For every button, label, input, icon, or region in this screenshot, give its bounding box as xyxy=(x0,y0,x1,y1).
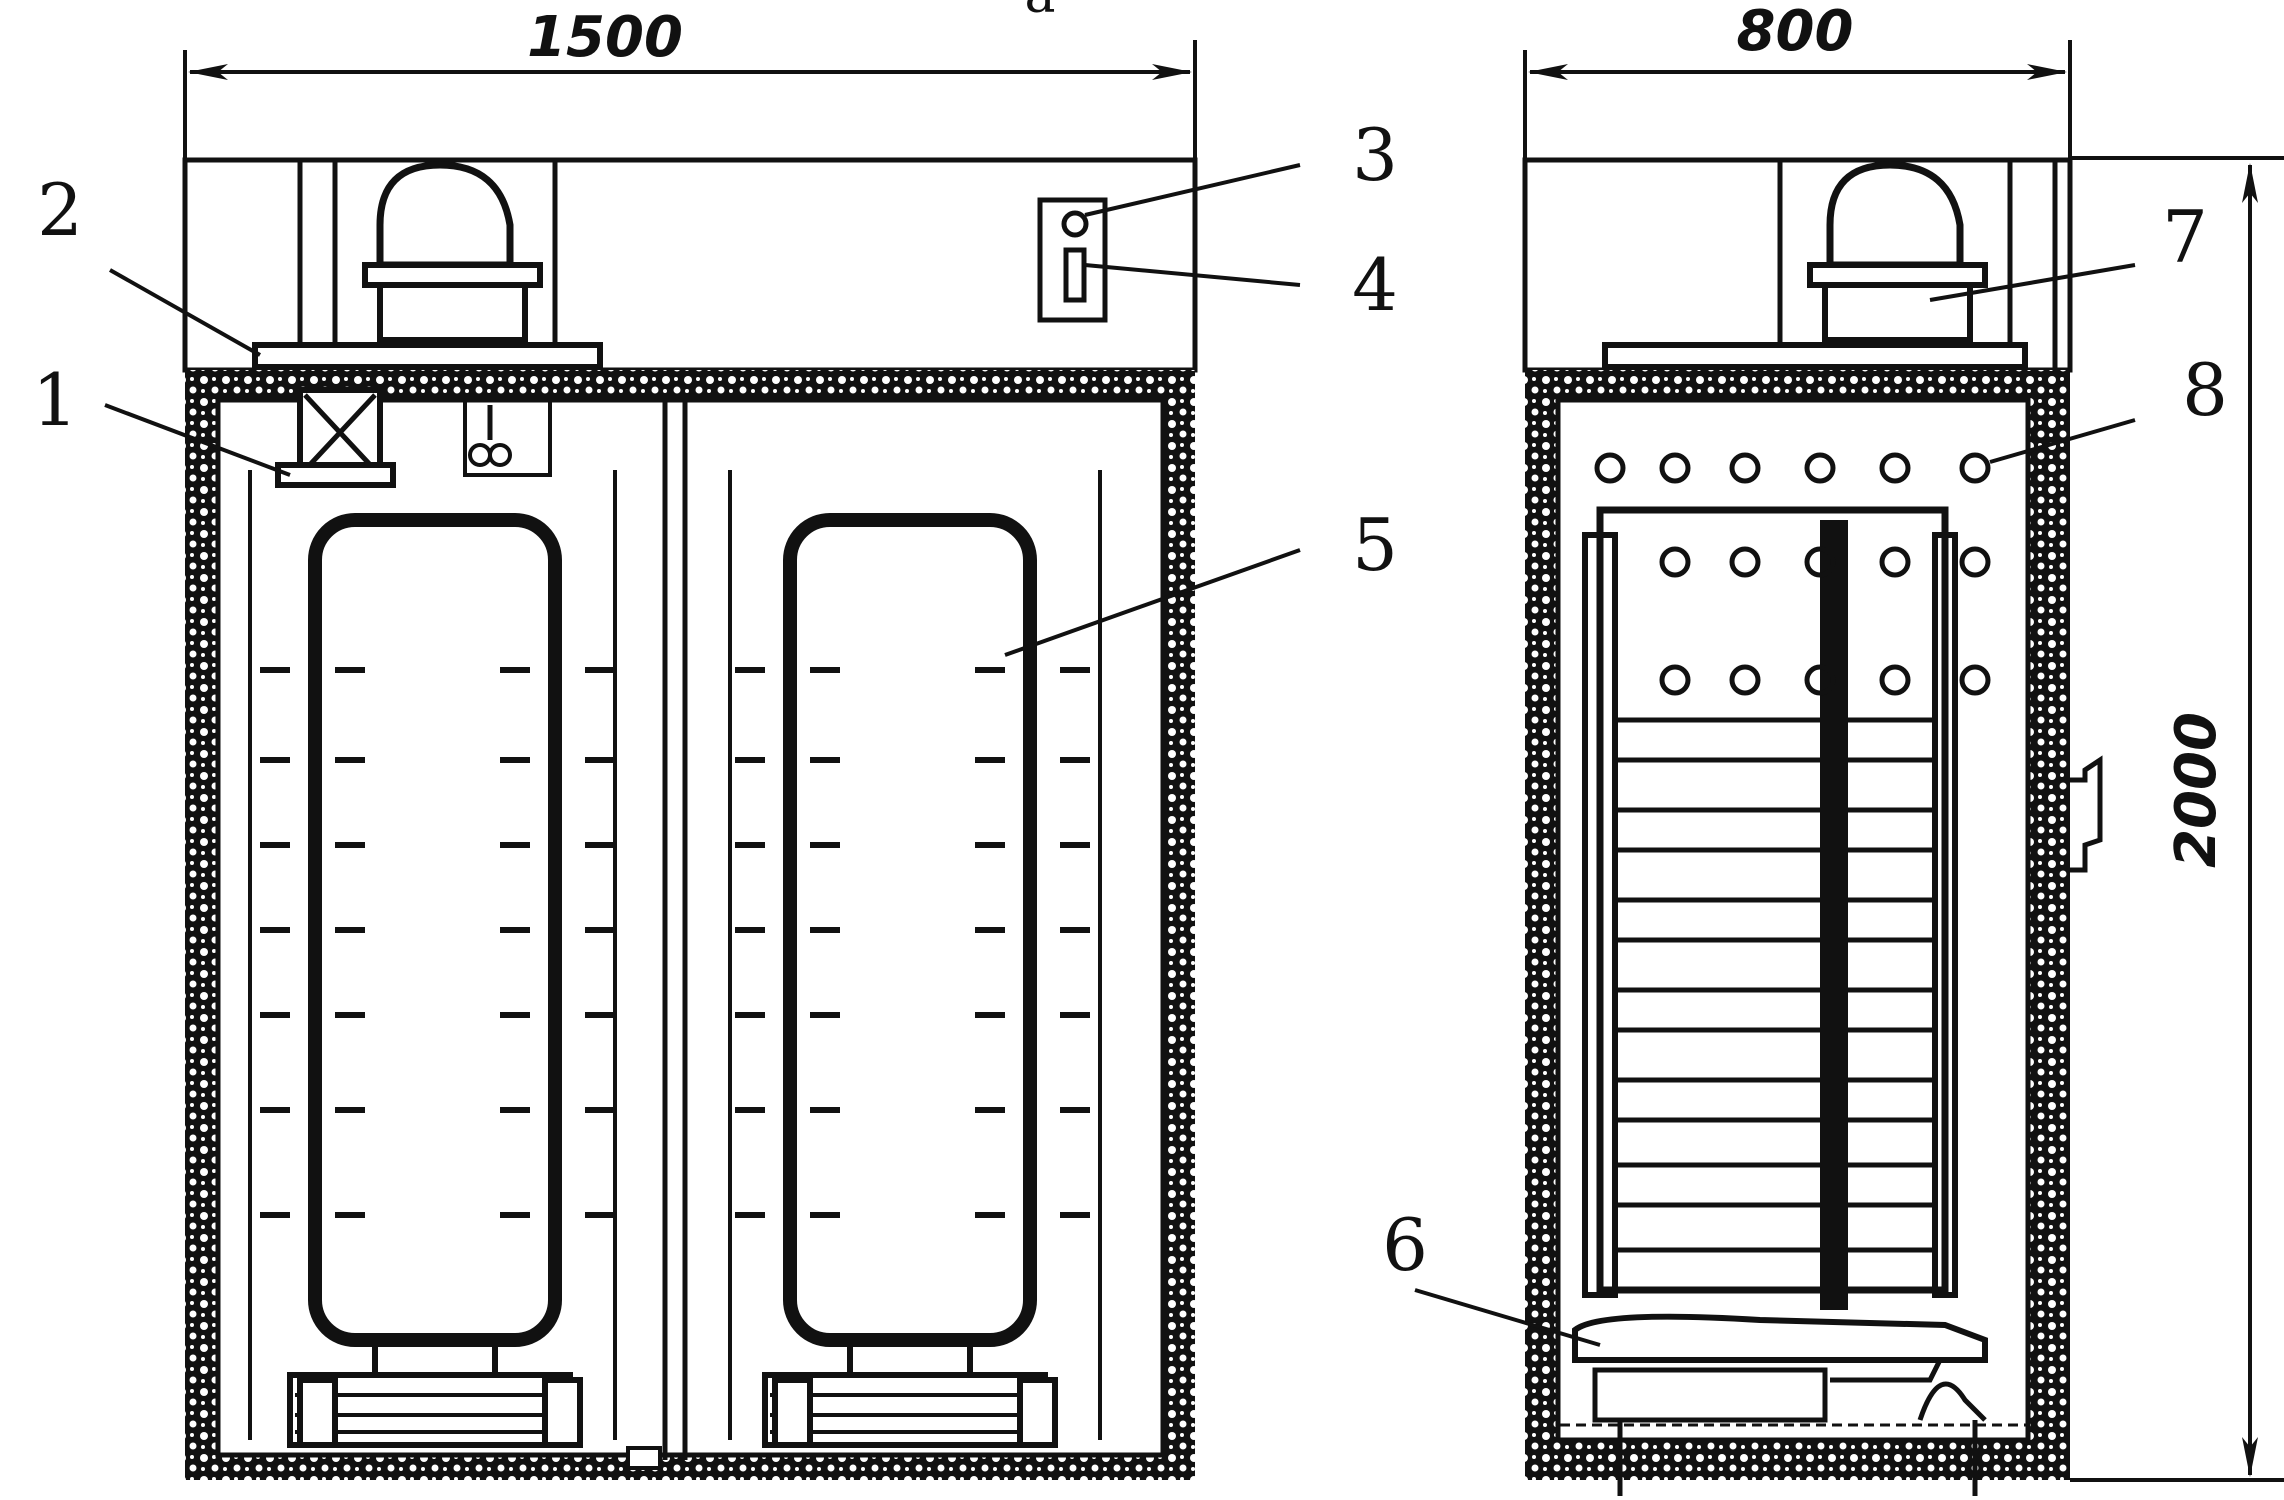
front-view xyxy=(182,40,1198,1480)
side-view xyxy=(1522,40,2284,1496)
callout-6: 6 xyxy=(1382,1203,1428,1287)
leader-lines xyxy=(104,163,2136,1347)
callout-7: 7 xyxy=(2162,195,2208,279)
callout-4: 4 xyxy=(1352,243,1398,327)
labels: 1500 800 2000 a 1 2 3 4 5 6 7 8 xyxy=(32,0,2229,1287)
dimension-height: 2000 xyxy=(2164,712,2229,868)
callout-5: 5 xyxy=(1352,503,1398,587)
callout-3: 3 xyxy=(1352,113,1398,197)
callout-8: 8 xyxy=(2182,348,2228,432)
figure-letter: a xyxy=(1024,0,1055,25)
callout-2: 2 xyxy=(37,168,83,252)
dimension-width-side: 800 xyxy=(1737,0,1854,64)
callout-1: 1 xyxy=(32,358,78,442)
dimension-width-front: 1500 xyxy=(527,5,683,70)
